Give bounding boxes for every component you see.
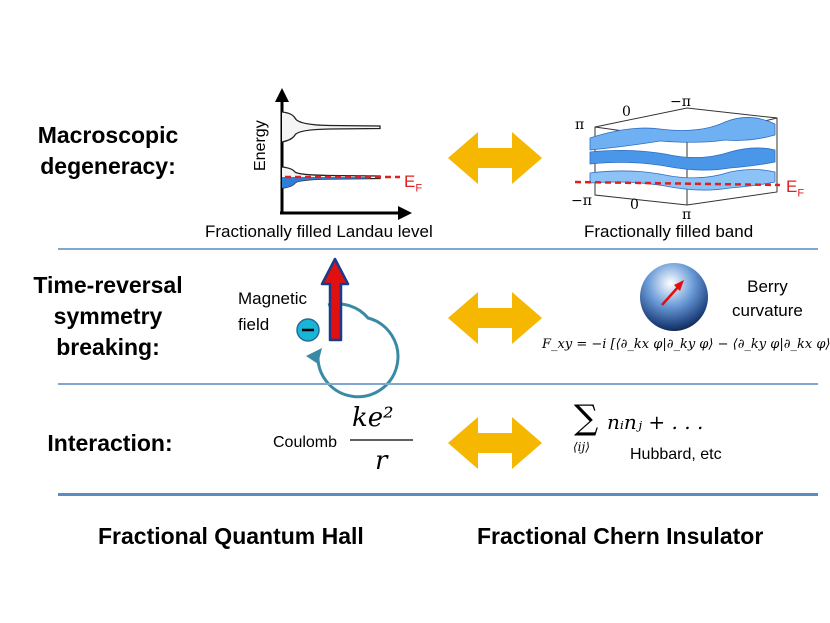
magnetic-field-label: Magnetic field <box>238 286 307 338</box>
coulomb-denominator: r <box>375 446 388 476</box>
tick-left-pi: π <box>575 117 585 133</box>
fermi-label-right: EF <box>786 177 804 199</box>
tick-bottom-pi: π <box>682 207 692 223</box>
sum-index: ⟨ij⟩ <box>573 440 590 454</box>
band-caption: Fractionally filled band <box>584 222 754 241</box>
trs-label-line1: Time-reversal <box>33 272 183 298</box>
coulomb-label: Coulomb <box>273 434 338 451</box>
degeneracy-label-line2: degeneracy: <box>40 153 176 179</box>
hubbard-label: Hubbard, etc <box>630 446 722 463</box>
trs-label-line2: symmetry <box>53 303 163 329</box>
trs-label-line3: breaking: <box>56 334 160 360</box>
hubbard-term: nᵢnⱼ + . . . <box>607 410 704 434</box>
degeneracy-label-line1: Macroscopic <box>37 122 179 148</box>
tick-bottom-zero: 0 <box>630 197 639 213</box>
divider-2 <box>58 383 818 385</box>
footer-left: Fractional Quantum Hall <box>98 523 364 549</box>
magnetic-line2: field <box>238 315 270 334</box>
divider-3 <box>58 493 818 496</box>
tick-top-zero: 0 <box>622 104 631 120</box>
row-label-interaction: Interaction: <box>47 430 173 456</box>
footer-right: Fractional Chern Insulator <box>477 523 764 549</box>
berry-line2: curvature <box>732 301 803 320</box>
coulomb-numerator: ke² <box>352 403 394 433</box>
row-label-trs: Time-reversal symmetry breaking: <box>18 270 198 363</box>
magnetic-line1: Magnetic <box>238 289 307 308</box>
berry-curvature-label: Berry curvature <box>732 275 803 323</box>
berry-formula: F_xy = −i [⟨∂_kx φ|∂_ky φ⟩ − ⟨∂_ky φ|∂_k… <box>542 337 830 352</box>
tick-top-neg-pi: −π <box>670 94 691 110</box>
landau-caption: Fractionally filled Landau level <box>205 222 433 241</box>
fermi-label-right-sub: F <box>797 187 805 200</box>
divider-1 <box>58 248 818 250</box>
fermi-label-left-e: E <box>404 172 416 191</box>
sum-symbol: ∑ <box>574 398 599 438</box>
row-label-degeneracy: Macroscopic degeneracy: <box>28 120 188 182</box>
fermi-label-right-e: E <box>786 177 798 196</box>
berry-line1: Berry <box>747 277 788 296</box>
fermi-label-left-sub: F <box>415 182 423 195</box>
tick-left-neg-pi: −π <box>571 193 592 209</box>
fermi-label-left: EF <box>404 172 422 194</box>
